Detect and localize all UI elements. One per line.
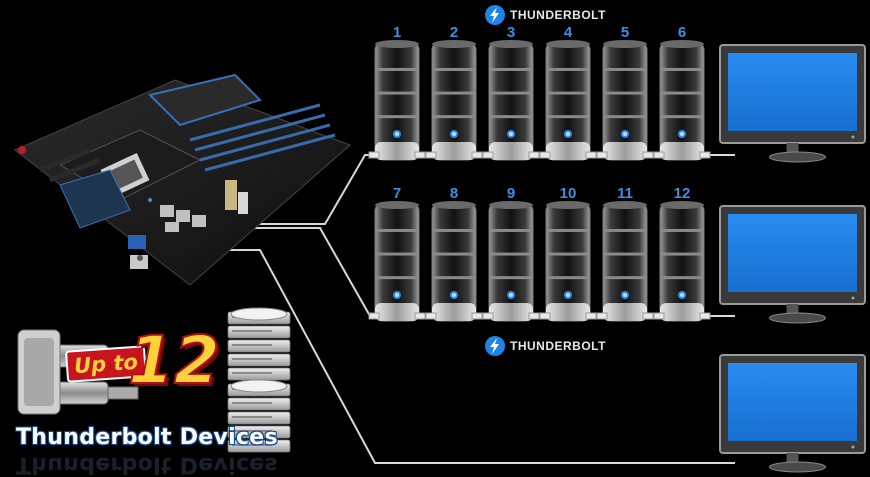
thunderbolt-wordmark: THUNDERBOLT <box>510 8 606 22</box>
badge-label-reflection: Thunderbolt Devices <box>16 452 278 477</box>
device-number-label: 7 <box>392 185 402 202</box>
server-stack-icon <box>227 307 291 453</box>
storage-tower-icon <box>425 40 483 161</box>
storage-tower-icon <box>368 40 426 161</box>
storage-tower-icon <box>368 201 426 322</box>
device-number-label: 12 <box>673 185 691 202</box>
monitor-icon <box>719 205 866 324</box>
monitor-icon <box>719 354 866 473</box>
device-number-label: 6 <box>677 24 687 41</box>
device-number-label: 9 <box>506 185 516 202</box>
device-number-label: 3 <box>506 24 516 41</box>
storage-tower-icon <box>596 201 654 322</box>
monitor-icon <box>719 44 866 163</box>
badge-label: Thunderbolt Devices <box>16 425 278 450</box>
device-number-label: 5 <box>620 24 630 41</box>
device-number-label: 1 <box>392 24 402 41</box>
device-number-label: 8 <box>449 185 459 202</box>
storage-tower-icon <box>653 201 711 322</box>
storage-tower-icon <box>482 40 540 161</box>
storage-tower-icon <box>482 201 540 322</box>
storage-tower-icon <box>653 40 711 161</box>
device-number-label: 10 <box>559 185 577 202</box>
storage-tower-icon <box>539 201 597 322</box>
device-number-label: 11 <box>617 185 633 202</box>
cable-plug-icon <box>17 329 139 415</box>
device-number-label: 4 <box>563 24 573 41</box>
badge-count: 12 <box>127 321 221 400</box>
thunderbolt-logo-icon <box>485 336 505 356</box>
motherboard-icon <box>14 73 351 286</box>
device-number-label: 2 <box>449 24 459 41</box>
thunderbolt-wordmark: THUNDERBOLT <box>510 339 606 353</box>
storage-tower-icon <box>596 40 654 161</box>
storage-tower-icon <box>425 201 483 322</box>
thunderbolt-logo-icon <box>485 5 505 25</box>
storage-tower-icon <box>539 40 597 161</box>
